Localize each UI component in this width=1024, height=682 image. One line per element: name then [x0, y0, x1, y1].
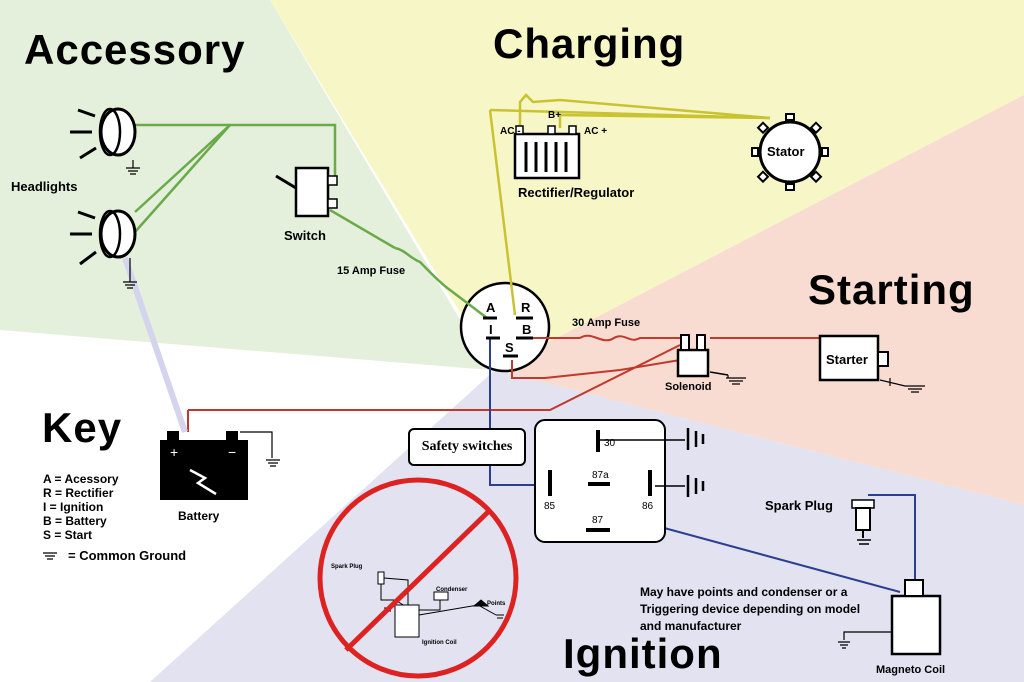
legend-item: R = Rectifier: [43, 486, 114, 500]
headlight-top: [70, 107, 137, 160]
relay-pin-86: 86: [642, 501, 654, 512]
battery-ground-wire: [240, 431, 273, 458]
solenoid-body: [676, 334, 729, 378]
crossed-points-label: Points: [487, 601, 506, 607]
solenoid-label: Solenoid: [665, 381, 712, 393]
battery-plus-label: +: [170, 444, 179, 460]
section-accessory-heading: Accessory: [24, 26, 246, 73]
battery-minus-label: −: [228, 444, 237, 460]
relay-pin-30: 30: [604, 438, 616, 449]
magneto-coil-body: [890, 579, 942, 656]
safety-switches-label: Safety switches: [421, 439, 513, 454]
section-key-heading: Key: [42, 404, 123, 451]
rectifier-ac-plus-label: AC +: [584, 126, 608, 137]
rectifier-regulator-label: Rectifier/Regulator: [518, 185, 635, 200]
starting-region: [495, 95, 1024, 505]
relay-pin-85: 85: [544, 501, 556, 512]
legend-item: I = Ignition: [43, 500, 104, 514]
relay: [534, 419, 705, 543]
key-terminal-i: I: [489, 322, 493, 337]
rectifier-ac-minus-label: AC -: [500, 126, 521, 137]
key-terminal-a: A: [486, 300, 496, 315]
switch-label: Switch: [284, 228, 326, 243]
legend-ground-label: = Common Ground: [68, 548, 187, 563]
stator-label: Stator: [767, 144, 805, 159]
fuse-30-label: 30 Amp Fuse: [572, 317, 641, 329]
key-terminal-s: S: [505, 340, 514, 355]
crossed-spark-plug-label: Spark Plug: [331, 564, 363, 570]
legend-item: B = Battery: [43, 514, 107, 528]
safety-switches-box: Safety switches: [408, 428, 526, 466]
rectifier-regulator: [513, 125, 581, 180]
battery-body: [160, 431, 248, 500]
key-switch-body: [459, 281, 551, 373]
key-switch-terminals: [483, 316, 533, 358]
accessory-region: [0, 0, 490, 370]
ignition-note: May have points and condenser or a Trigg…: [640, 585, 861, 633]
headlights-label: Headlights: [11, 179, 78, 194]
section-starting-heading: Starting: [808, 266, 975, 313]
legend-item: S = Start: [43, 528, 93, 542]
starting-wires: [187, 334, 830, 432]
charging-region: [270, 0, 1024, 370]
accessory-wires: [134, 123, 488, 319]
key-terminal-r: R: [521, 300, 531, 315]
toggle-switch: [275, 166, 338, 218]
section-ignition-heading: Ignition: [563, 630, 723, 677]
section-charging-heading: Charging: [493, 20, 686, 67]
starter-body: [818, 334, 889, 382]
rectifier-b-plus-label: B+: [548, 110, 562, 121]
key-terminal-b: B: [522, 322, 532, 337]
relay-pin-87a: 87a: [592, 470, 609, 481]
legend: A = Acessory R = Rectifier I = Ignition …: [43, 472, 119, 542]
starter-label: Starter: [826, 352, 868, 367]
battery-lead: [122, 257, 188, 433]
charging-wires: [488, 93, 771, 316]
spark-plug-label: Spark Plug: [765, 498, 833, 513]
relay-pin-87: 87: [592, 515, 604, 526]
crossed-ignition-coil-label: Ignition Coil: [422, 640, 457, 646]
stator: [751, 113, 829, 191]
magneto-coil-label: Magneto Coil: [876, 664, 946, 676]
legend-item: A = Acessory: [43, 472, 119, 486]
battery-label: Battery: [178, 509, 220, 523]
ground-symbols: [43, 160, 925, 649]
spark-plug-icon: [851, 499, 875, 545]
crossed-condenser-label: Condenser: [436, 587, 468, 593]
prohibited-diagram: [317, 477, 519, 679]
fuse-15-label: 15 Amp Fuse: [337, 265, 406, 277]
headlight-bottom: [70, 209, 137, 266]
